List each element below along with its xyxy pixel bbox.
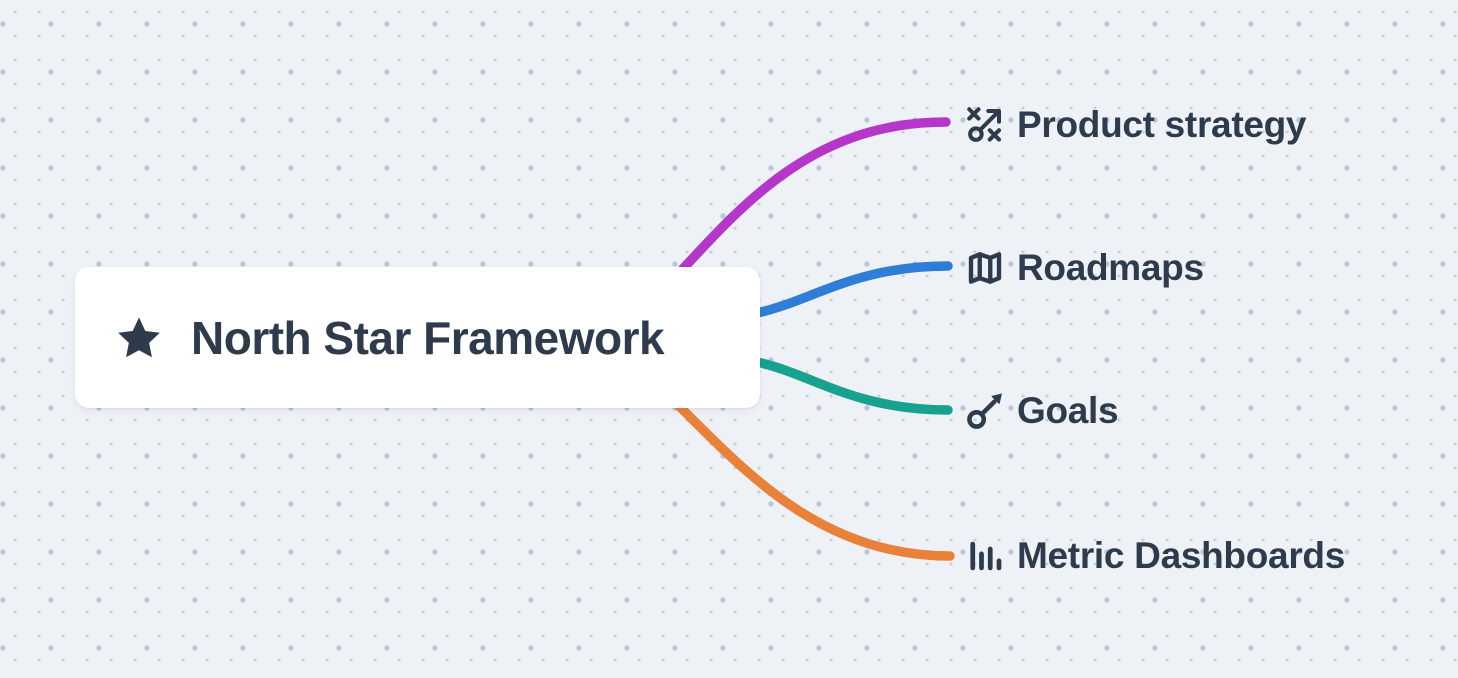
branch-label: Metric Dashboards	[1017, 535, 1345, 576]
branch-link-roadmaps	[752, 261, 953, 318]
branch-node-product-strategy[interactable]: Product strategy	[964, 101, 1307, 149]
branch-node-roadmaps[interactable]: Roadmaps	[964, 244, 1204, 292]
root-node-label: North Star Framework	[191, 311, 665, 364]
branch-node-goals[interactable]: Goals	[964, 387, 1119, 435]
bar-chart-icon	[964, 535, 1006, 577]
goal-icon	[964, 390, 1006, 432]
star-icon	[115, 314, 163, 362]
branch-node-metric-dashboards[interactable]: Metric Dashboards	[964, 532, 1345, 580]
map-icon	[964, 247, 1006, 289]
branch-label: Goals	[1017, 390, 1119, 431]
root-node[interactable]: North Star Framework	[75, 267, 760, 408]
branch-link-metric-dashboards	[674, 401, 955, 561]
branch-link-goals	[752, 357, 953, 415]
branch-label: Roadmaps	[1017, 247, 1204, 288]
branch-label: Product strategy	[1017, 104, 1307, 145]
branch-link-product-strategy	[676, 117, 951, 276]
strategy-icon	[964, 104, 1006, 146]
